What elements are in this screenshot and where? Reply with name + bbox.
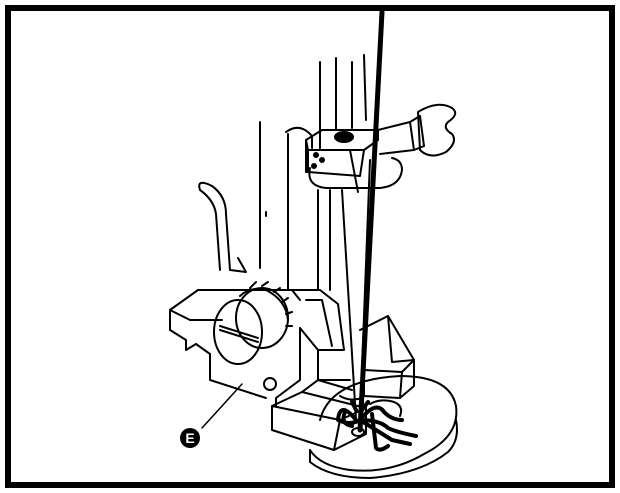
adjustment-knob: [213, 281, 293, 365]
foot-lever: [198, 181, 247, 273]
clamp-screw: [377, 103, 457, 157]
needle-thread: [336, 9, 418, 452]
needle-clamp: [305, 129, 403, 189]
foot-shank: [259, 121, 331, 291]
presser-bar: [319, 54, 367, 151]
callout-e: E: [180, 428, 200, 448]
callout-e-label: E: [185, 430, 194, 446]
callout-leader: [201, 383, 243, 429]
outer-border: [5, 5, 615, 488]
